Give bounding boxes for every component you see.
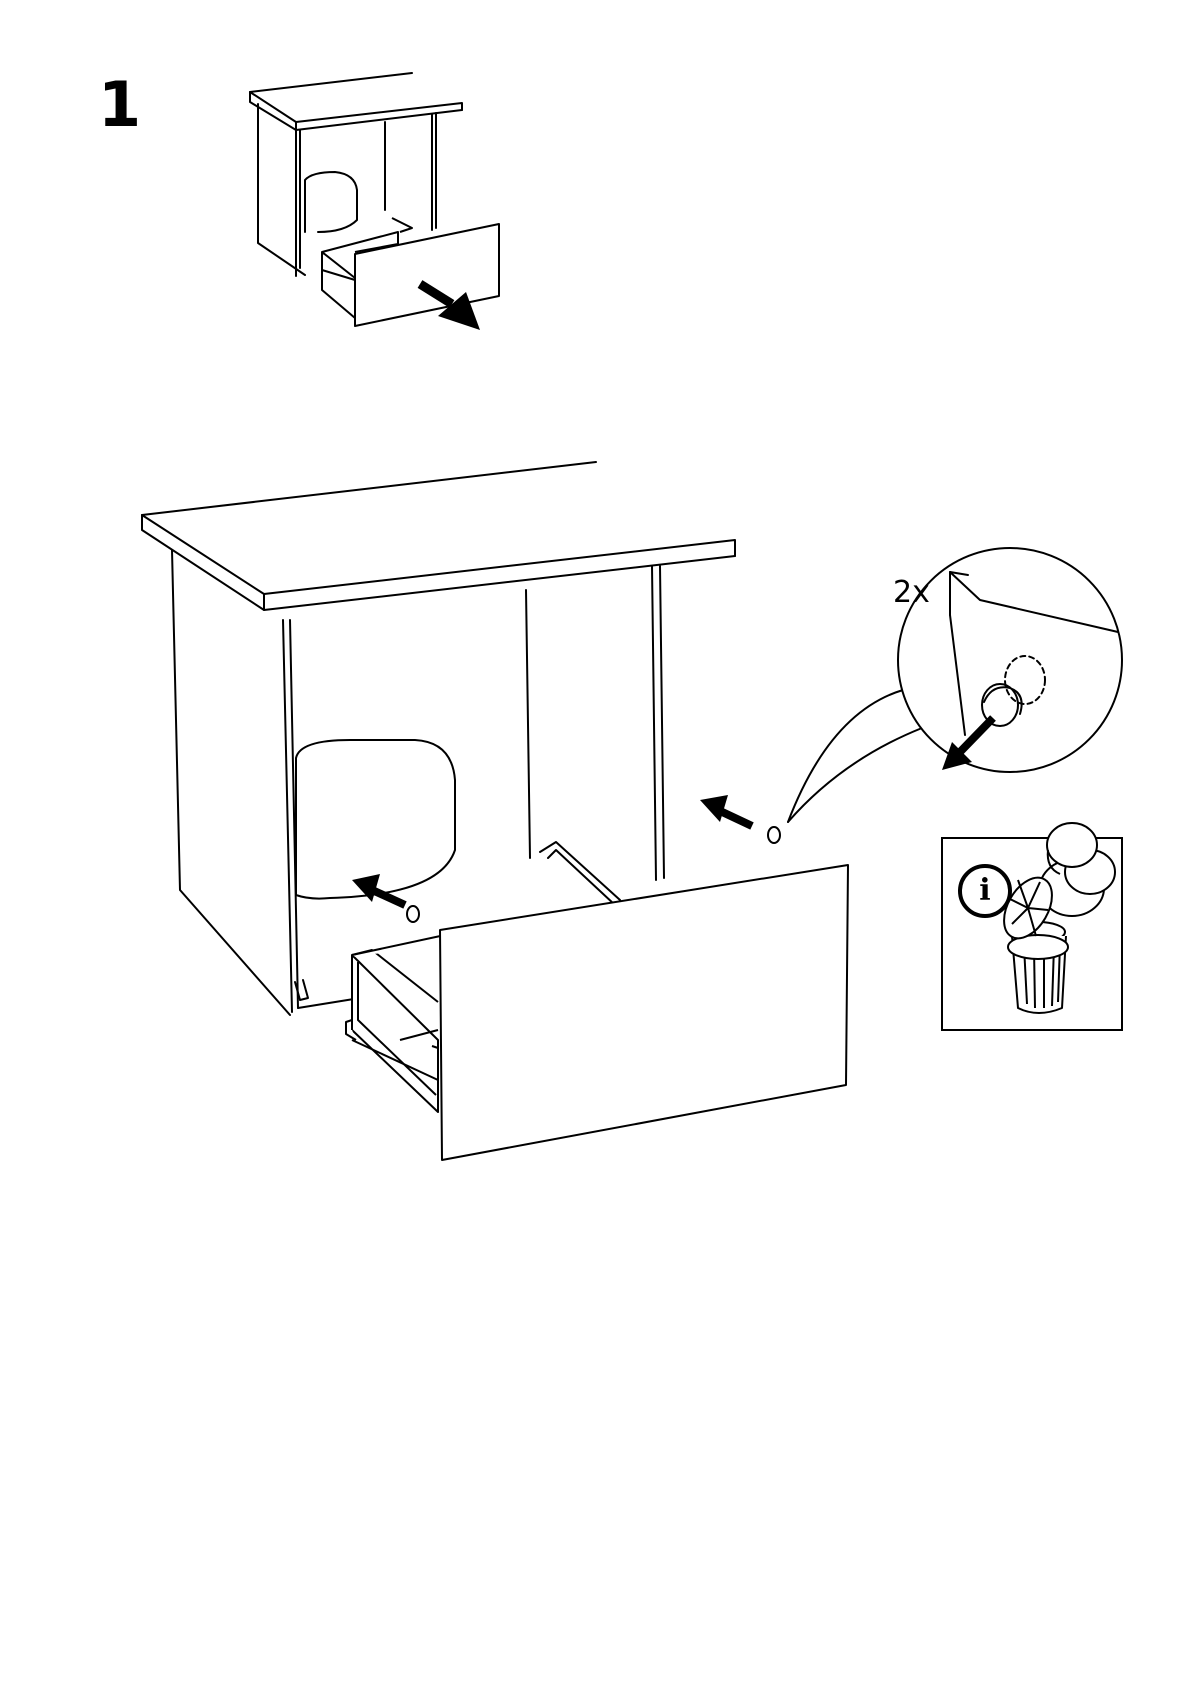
info-glyph: i — [960, 866, 1010, 916]
quantity-label: 2x — [893, 578, 930, 608]
stopper-hole-left — [407, 906, 419, 922]
detail-callout — [788, 548, 1122, 822]
stopper-hole-right — [768, 827, 780, 843]
push-arrow-right — [700, 795, 752, 826]
main-drawer — [346, 865, 848, 1160]
